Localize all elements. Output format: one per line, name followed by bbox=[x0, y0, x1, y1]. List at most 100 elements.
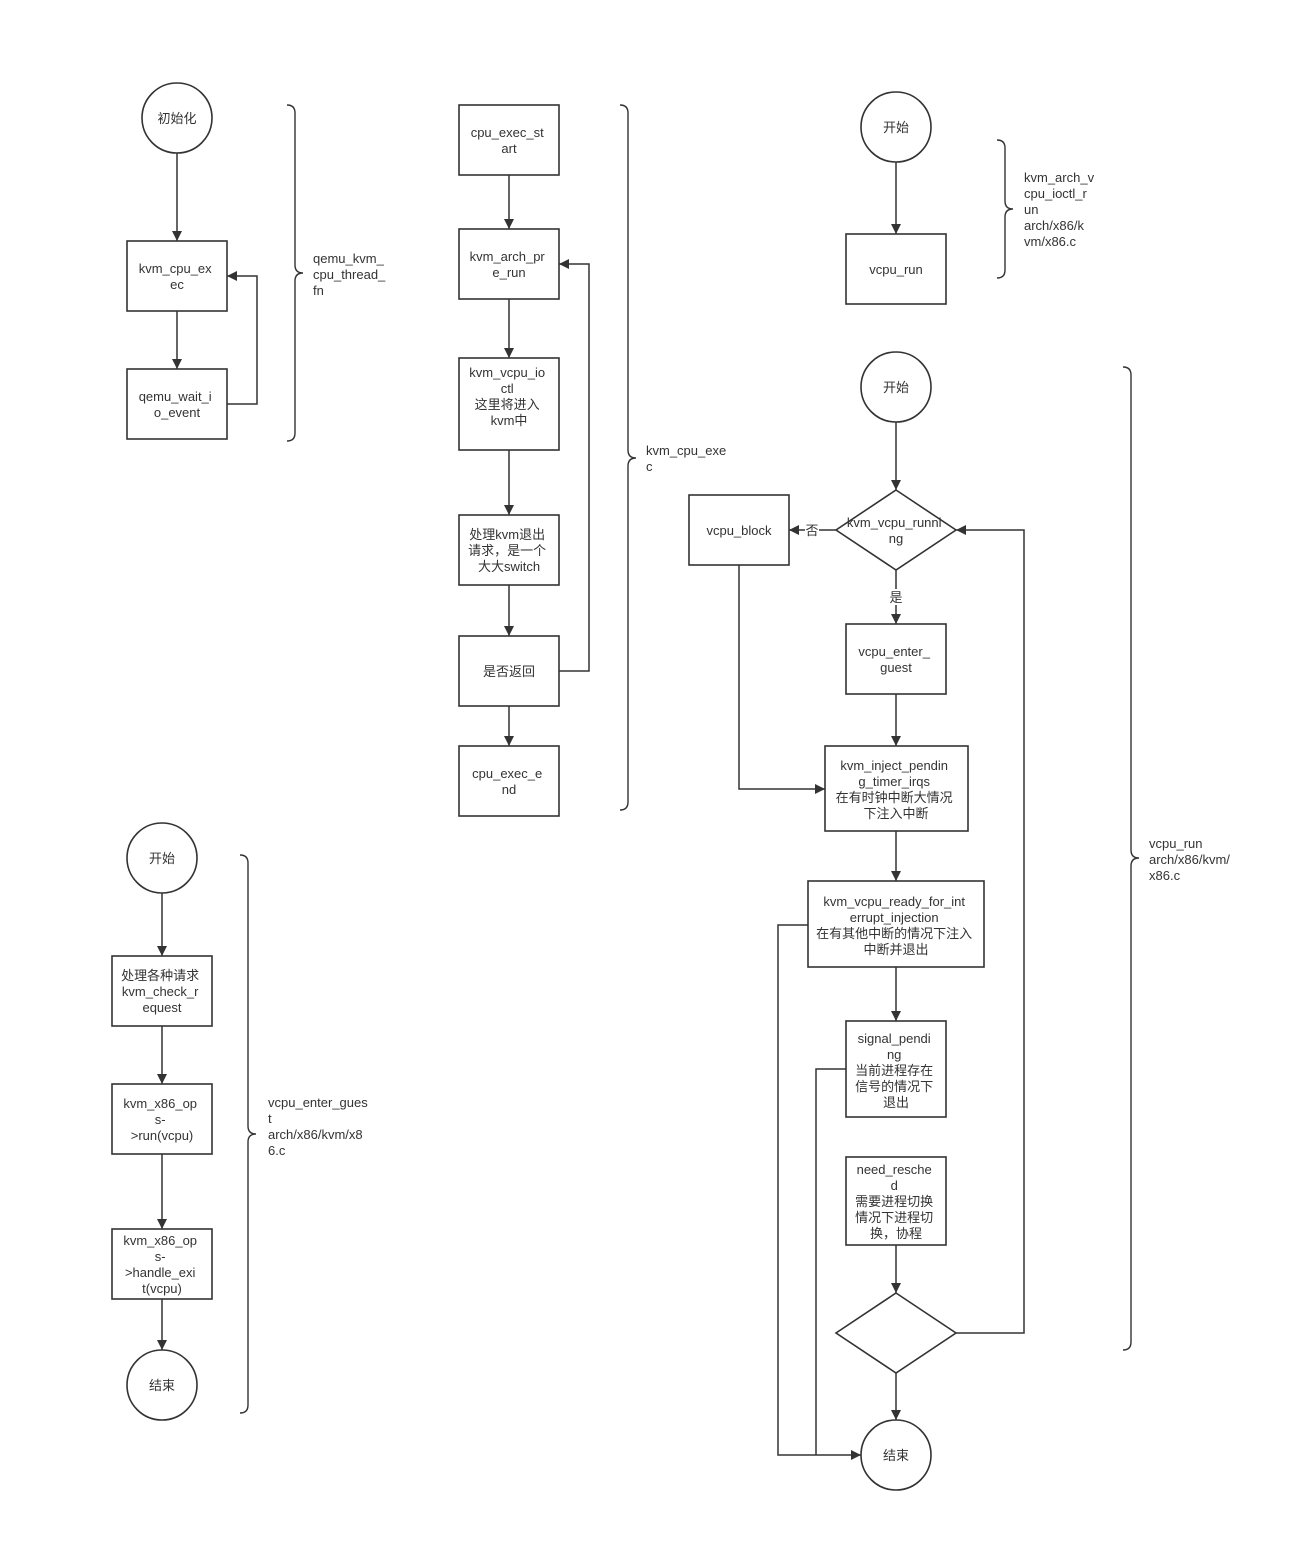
kvm-vcpu-ioctl-label: kvm_vcpu_io ctl 这里将进入 kvm中 bbox=[469, 365, 549, 428]
annotation-line: cpu_ioctl_r bbox=[1024, 186, 1088, 201]
annotation-line: 6.c bbox=[268, 1143, 286, 1158]
kvm-cpu-exec-box bbox=[126, 240, 228, 312]
need-resched-box bbox=[845, 1156, 947, 1246]
signal-pending-line: 退出 bbox=[883, 1095, 909, 1110]
end-enter-guest-line: 结束 bbox=[149, 1378, 175, 1393]
kvm-x86-ops-run-box bbox=[111, 1083, 213, 1155]
edge-label-no-bg bbox=[805, 522, 819, 538]
end-vcpu-run-label: 结束 bbox=[883, 1448, 909, 1463]
cpu-exec-end-line: nd bbox=[502, 782, 516, 797]
need-resched-line: need_resche bbox=[857, 1162, 932, 1177]
kvm-vcpu-ioctl-line: 这里将进入 bbox=[475, 397, 540, 412]
kvm-arch-pre-run-box bbox=[458, 228, 560, 300]
annotation-line: kvm_cpu_exe bbox=[646, 443, 726, 458]
brace-kvm-arch-vcpu-ioctl-run bbox=[996, 139, 1014, 279]
annotation-qemu-kvm-cpu-thread-fn: qemu_kvm_ cpu_thread_ fn bbox=[313, 251, 389, 298]
vcpu-enter-guest-line: vcpu_enter_ bbox=[858, 644, 930, 659]
kvm-vcpu-ready-line: errupt_injection bbox=[850, 910, 939, 925]
arrow-vcpu-block-to-inject-timer bbox=[738, 565, 825, 794]
annotation-line: t bbox=[268, 1111, 272, 1126]
cpu-exec-start-line: art bbox=[501, 141, 517, 156]
signal-pending-label: signal_pendi ng 当前进程存在 信号的情况下 退出 bbox=[855, 1031, 937, 1110]
kvm-x86-ops-run-line: >run(vcpu) bbox=[131, 1128, 194, 1143]
start-enter-guest-line: 开始 bbox=[149, 851, 175, 866]
kvm-check-request-box bbox=[111, 955, 213, 1027]
kvm-vcpu-ioctl-line: kvm_vcpu_io bbox=[469, 365, 545, 380]
kvm-vcpu-ready-for-interrupt-injection-box bbox=[807, 880, 985, 968]
edge-label-yes: 是 bbox=[889, 590, 902, 605]
flow-kvm-cpu-exec: cpu_exec_st art kvm_arch_pr e_run kvm_vc… bbox=[458, 104, 730, 817]
start-vcpu-run-line: 开始 bbox=[883, 380, 909, 395]
loop-decision-diamond bbox=[834, 1292, 958, 1374]
vcpu-enter-guest-label: vcpu_enter_ guest bbox=[858, 644, 933, 675]
kvm-x86-ops-handle-exit-label: kvm_x86_op s- >handle_exi t(vcpu) bbox=[123, 1233, 200, 1296]
kvm-check-request-line: equest bbox=[142, 1000, 181, 1015]
kvm-arch-pre-run-line: e_run bbox=[492, 265, 525, 280]
kvm-x86-ops-handle-exit-line: s- bbox=[155, 1249, 166, 1264]
edge-label-yes-text: 是 bbox=[889, 590, 902, 605]
annotation-kvm-arch-vcpu-ioctl-run: kvm_arch_v cpu_ioctl_r un arch/x86/k vm/… bbox=[1024, 170, 1098, 249]
edge-label-no-text: 否 bbox=[805, 523, 818, 538]
kvm-x86-ops-handle-exit-line: t(vcpu) bbox=[142, 1281, 182, 1296]
vcpu-run-label: vcpu_run bbox=[869, 262, 922, 277]
annotation-kvm-cpu-exec: kvm_cpu_exe c bbox=[646, 443, 730, 474]
brace-qemu-kvm-cpu-thread-fn bbox=[286, 104, 304, 442]
kvm-inject-line: g_timer_irqs bbox=[858, 774, 930, 789]
annotation-line: vcpu_run bbox=[1149, 836, 1202, 851]
kvm-vcpu-ioctl-box bbox=[458, 357, 560, 451]
kvm-x86-ops-run-line: s- bbox=[155, 1112, 166, 1127]
kvm-vcpu-ready-line: kvm_vcpu_ready_for_int bbox=[823, 894, 965, 909]
annotation-line: vm/x86.c bbox=[1024, 234, 1077, 249]
edge-label-yes-bg bbox=[889, 589, 903, 605]
kvm-inject-pending-timer-irqs-label: kvm_inject_pendin g_timer_irqs 在有时钟中断大情况… bbox=[836, 758, 957, 821]
start-ioctl-run-label: 开始 bbox=[883, 120, 909, 135]
signal-pending-line: ng bbox=[887, 1047, 901, 1062]
start-vcpu-run-label: 开始 bbox=[883, 380, 909, 395]
annotation-line: cpu_thread_ bbox=[313, 267, 386, 282]
kvm-inject-line: 下注入中断 bbox=[863, 806, 928, 821]
handle-kvm-exit-line: 处理kvm退出 bbox=[469, 527, 545, 542]
vcpu-run-line: vcpu_run bbox=[869, 262, 922, 277]
signal-pending-line: 信号的情况下 bbox=[855, 1079, 933, 1094]
kvm-vcpu-ready-for-interrupt-injection-label: kvm_vcpu_ready_for_int errupt_injection … bbox=[816, 894, 976, 957]
cpu-exec-end-line: cpu_exec_e bbox=[472, 766, 542, 781]
kvm-vcpu-ready-line: 中断并退出 bbox=[863, 942, 928, 957]
return-check-label: 是否返回 bbox=[483, 664, 535, 679]
annotation-line: arch/x86/kvm/ bbox=[1149, 852, 1230, 867]
cpu-exec-end-box bbox=[458, 745, 560, 817]
init-label-line: 初始化 bbox=[157, 111, 196, 126]
kvm-vcpu-running-line: ng bbox=[889, 531, 903, 546]
kvm-check-request-label: 处理各种请求 kvm_check_r equest bbox=[121, 968, 203, 1015]
qemu-wait-io-event-label: qemu_wait_i o_event bbox=[139, 389, 216, 420]
kvm-cpu-exec-label: kvm_cpu_ex ec bbox=[139, 261, 216, 292]
annotation-vcpu-enter-guest: vcpu_enter_gues t arch/x86/kvm/x8 6.c bbox=[268, 1095, 371, 1158]
annotation-line: vcpu_enter_gues bbox=[268, 1095, 368, 1110]
annotation-line: fn bbox=[313, 283, 324, 298]
annotation-line: x86.c bbox=[1149, 868, 1181, 883]
kvm-vcpu-ready-line: 在有其他中断的情况下注入 bbox=[816, 926, 972, 941]
return-check-box bbox=[458, 635, 560, 707]
kvm-x86-ops-handle-exit-line: >handle_exi bbox=[125, 1265, 196, 1280]
flow-qemu-kvm-cpu-thread-fn: 初始化 kvm_cpu_ex ec qemu_wait_i o_event qe… bbox=[126, 82, 389, 442]
brace-vcpu-run bbox=[1122, 366, 1140, 1351]
annotation-line: un bbox=[1024, 202, 1038, 217]
annotation-line: c bbox=[646, 459, 653, 474]
flow-vcpu-run: 开始 kvm_vcpu_runni ng vcpu_block vcpu_ent… bbox=[688, 351, 1230, 1491]
need-resched-line: 需要进程切换 bbox=[855, 1194, 933, 1209]
qemu-wait-io-event-box bbox=[126, 368, 228, 440]
brace-vcpu-enter-guest bbox=[239, 854, 257, 1414]
kvm-x86-ops-run-label: kvm_x86_op s- >run(vcpu) bbox=[123, 1096, 200, 1143]
edge-label-no: 否 bbox=[805, 523, 818, 538]
arrow-decision-loop-back-to-running bbox=[956, 525, 1025, 1334]
line-signal-pending-exit-to-end bbox=[815, 1068, 846, 1455]
kvm-check-request-line: kvm_check_r bbox=[122, 984, 199, 999]
annotation-line: arch/x86/k bbox=[1024, 218, 1084, 233]
annotation-line: kvm_arch_v bbox=[1024, 170, 1095, 185]
start-enter-guest-label: 开始 bbox=[149, 851, 175, 866]
kvm-inject-line: 在有时钟中断大情况 bbox=[836, 790, 953, 805]
cpu-exec-end-label: cpu_exec_e nd bbox=[472, 766, 546, 797]
end-vcpu-run-line: 结束 bbox=[883, 1448, 909, 1463]
cpu-exec-start-line: cpu_exec_st bbox=[471, 125, 544, 140]
kvm-inject-line: kvm_inject_pendin bbox=[840, 758, 948, 773]
